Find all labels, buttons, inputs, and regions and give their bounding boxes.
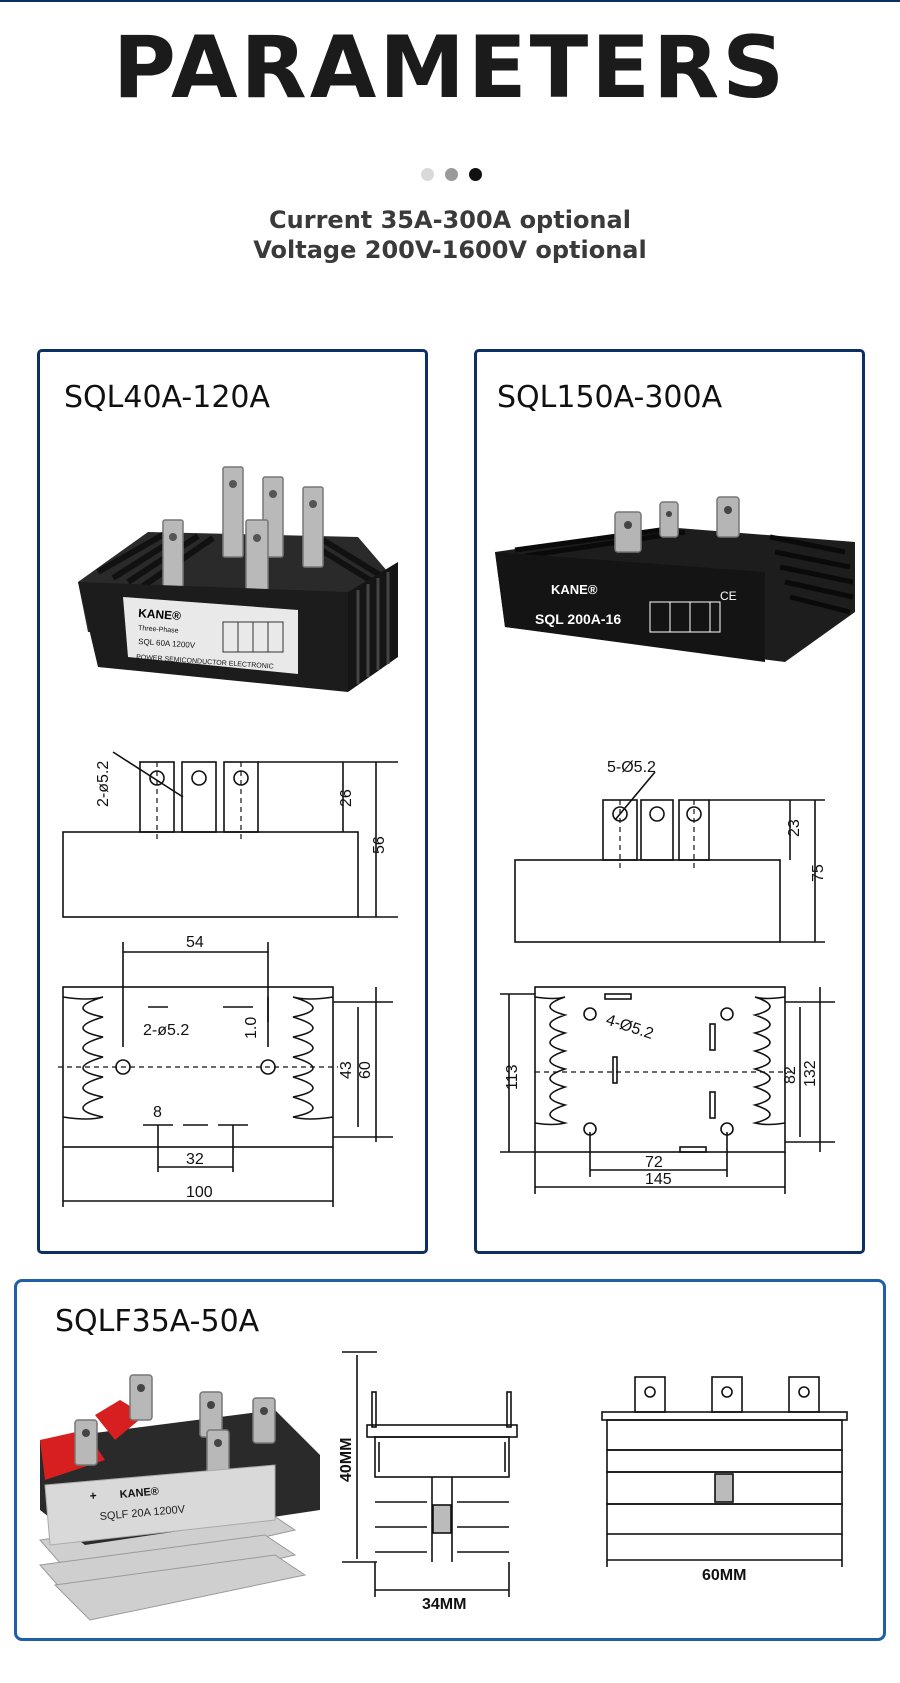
front-view-drawing: 60MM — [601, 1376, 848, 1584]
side-view-drawing: 2-ø5.2 26 56 — [62, 751, 398, 918]
dim-hole-spacing: 72 — [645, 1154, 663, 1171]
dim-inner-height: 43 — [338, 1061, 355, 1079]
product-subtitle: Three-Phase — [138, 625, 179, 635]
dim-total-width: 100 — [186, 1184, 213, 1201]
bottom-view-drawing: 113 4-Ø5.2 82 132 72 145 — [500, 986, 835, 1194]
indicator-dot-2[interactable] — [445, 168, 458, 181]
dim-pitch: 32 — [186, 1151, 204, 1168]
panel-sql40a-120a: SQL40A-120A — [37, 349, 428, 1254]
dim-side-width: 34MM — [422, 1596, 466, 1613]
side-view-drawing: 40MM 34MM — [338, 1351, 518, 1613]
carousel-indicator — [421, 168, 491, 182]
panel-sql150a-300a: SQL150A-300A KANE® SQL 200A-16 CE — [474, 349, 865, 1254]
panel-sqlf35a-50a: SQLF35A-50A + KANE® SQLF 20A 1200V — [14, 1279, 886, 1641]
page-title: PARAMETERS — [112, 18, 788, 118]
product-photo-sql60a: KANE® Three-Phase SQL 60A 1200V POWER SE… — [78, 466, 398, 692]
bottom-view-drawing: 54 2-ø5.2 1.0 8 43 60 32 100 — [58, 934, 393, 1207]
dim-total-height: 56 — [371, 836, 388, 854]
dim-total-width: 145 — [645, 1171, 672, 1188]
dim-tab: 8 — [153, 1104, 162, 1121]
dim-height: 40MM — [338, 1438, 355, 1482]
panel-title: SQL40A-120A — [64, 380, 271, 415]
dim-top-height: 26 — [338, 789, 355, 807]
dim-gap: 1.0 — [243, 1017, 260, 1039]
dim-outer-height: 60 — [357, 1061, 374, 1079]
dim-hole-bottom: 4-Ø5.2 — [604, 1012, 656, 1043]
top-accent-line — [0, 0, 900, 2]
dim-hole-side: 2-ø5.2 — [95, 761, 112, 807]
product-model: SQL 200A-16 — [535, 611, 621, 627]
product-photo-sql200a: KANE® SQL 200A-16 CE — [495, 496, 855, 662]
current-range-text: Current 35A-300A optional — [269, 206, 631, 234]
indicator-dot-1[interactable] — [421, 168, 434, 181]
panel-title: SQLF35A-50A — [55, 1304, 260, 1339]
dim-front-width: 60MM — [702, 1567, 746, 1584]
indicator-dot-3[interactable] — [469, 168, 482, 181]
dim-hole-bottom: 2-ø5.2 — [143, 1022, 189, 1039]
dim-hole-top: 5-Ø5.2 — [607, 759, 656, 776]
product-brand: KANE® — [138, 606, 182, 623]
side-view-drawing: 5-Ø5.2 23 75 — [514, 759, 827, 943]
dim-hole-spacing: 54 — [186, 934, 204, 951]
dim-body-height: 113 — [504, 1064, 521, 1090]
product-brand: KANE® — [551, 582, 598, 597]
dim-inner-height: 82 — [782, 1066, 799, 1084]
panel-title: SQL150A-300A — [497, 380, 723, 415]
voltage-range-text: Voltage 200V-1600V optional — [253, 236, 647, 264]
product-photo-sqlf20a: + KANE® SQLF 20A 1200V — [39, 1374, 320, 1621]
dim-outer-height: 132 — [802, 1060, 819, 1087]
product-ce-mark: CE — [720, 589, 737, 603]
product-plus: + — [89, 1488, 97, 1503]
product-brand: KANE® — [119, 1486, 159, 1501]
product-model: SQL 60A 1200V — [138, 637, 196, 650]
dim-top-height: 23 — [786, 819, 803, 837]
dim-total-height: 75 — [810, 864, 827, 882]
